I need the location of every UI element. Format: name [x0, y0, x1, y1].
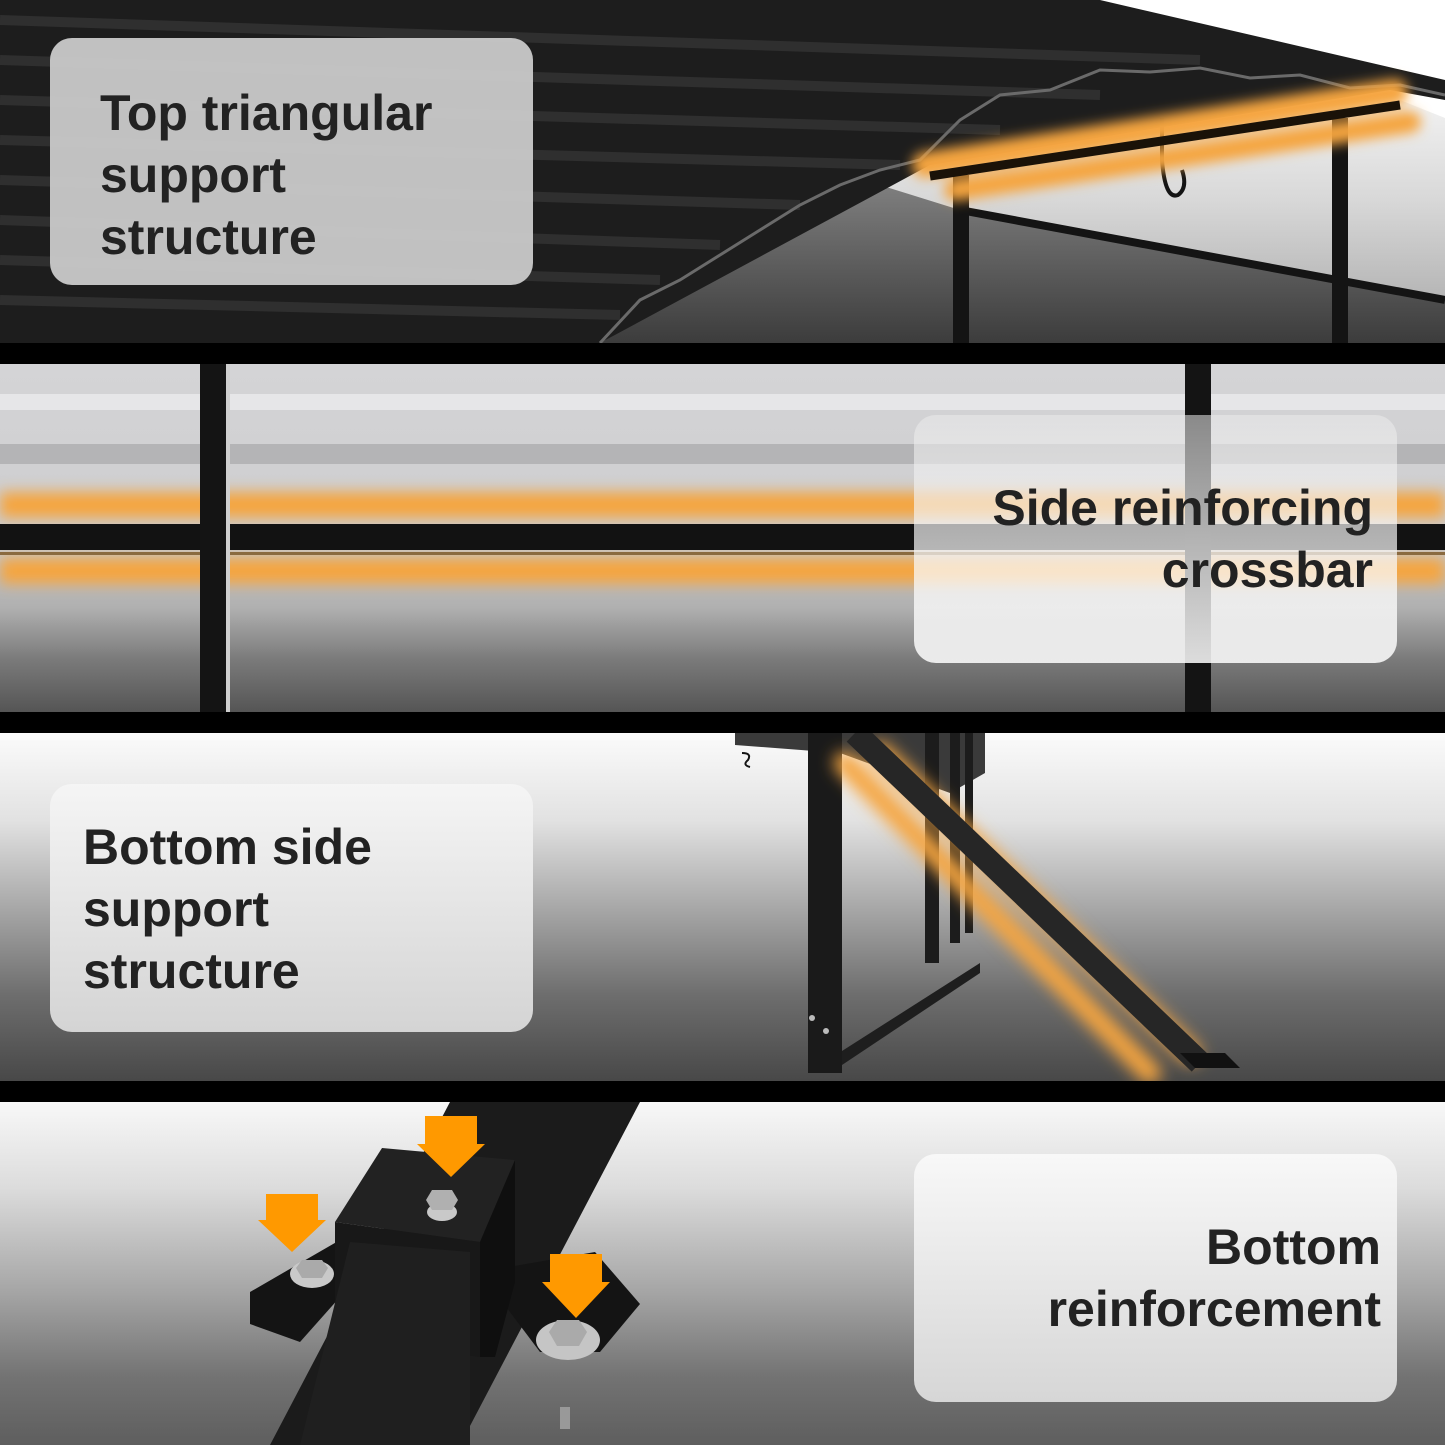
label-line: support	[83, 881, 270, 937]
label-line: Bottom side	[83, 819, 372, 875]
down-arrow-icon	[258, 1194, 326, 1252]
panel-side-reinforcing-crossbar: Side reinforcing crossbar	[0, 364, 1445, 712]
label-line: Top triangular	[100, 85, 433, 141]
bolt	[809, 1015, 815, 1021]
crossbar-edge	[0, 552, 1445, 555]
hex-bolt-icon	[290, 1260, 334, 1288]
label-line: structure	[100, 209, 317, 265]
label-box-top-triangular: Top triangular support structure	[50, 38, 533, 285]
bolt	[823, 1028, 829, 1034]
post-edge	[226, 364, 230, 712]
inner-tube	[300, 1242, 470, 1445]
label-box-side-crossbar: Side reinforcing crossbar	[914, 415, 1397, 663]
label-line: Bottom	[1206, 1219, 1381, 1275]
hex-bolt-icon	[536, 1320, 600, 1429]
highlight-glow	[912, 79, 1421, 201]
roof-edge-trim	[598, 66, 1445, 343]
label-line: Side reinforcing	[992, 480, 1373, 536]
divider	[0, 1081, 1445, 1102]
frame-post	[1332, 118, 1348, 343]
hook-icon	[1160, 118, 1187, 198]
label-line: structure	[83, 943, 300, 999]
base-bracket-illustration	[250, 1102, 640, 1445]
label-line: crossbar	[1161, 542, 1373, 598]
wall-corrugation	[0, 394, 1445, 410]
diagonal-brace	[846, 733, 1209, 1072]
panel-top-triangular-support: Top triangular support structure	[0, 0, 1445, 343]
bracket-top	[335, 1148, 515, 1242]
label-box-bottom-reinforcement: Bottom reinforcement	[914, 1154, 1397, 1402]
down-arrow-icon	[542, 1254, 610, 1318]
label-line: reinforcement	[1047, 1281, 1381, 1337]
divider	[0, 343, 1445, 364]
panel-bottom-reinforcement: Bottom reinforcement	[0, 1102, 1445, 1445]
hex-bolt-icon	[426, 1190, 458, 1221]
hook-icon	[741, 752, 751, 768]
frame-post	[953, 175, 969, 343]
down-arrow-icon	[417, 1116, 485, 1177]
frame-post	[200, 364, 226, 712]
frame-post	[808, 733, 842, 1073]
label-line: support	[100, 147, 287, 203]
roof-edge	[735, 733, 985, 793]
foot-plate	[1180, 1053, 1240, 1068]
label-box-bottom-side: Bottom side support structure	[50, 784, 533, 1032]
bracket-side	[480, 1160, 515, 1357]
triangular-support-beam	[929, 100, 1401, 181]
divider	[0, 712, 1445, 733]
frame-side-illustration	[735, 733, 1240, 1081]
bottom-rail	[842, 963, 980, 1065]
frame-rail	[959, 206, 1445, 304]
panel-bottom-side-support: Bottom side support structure	[0, 733, 1445, 1081]
